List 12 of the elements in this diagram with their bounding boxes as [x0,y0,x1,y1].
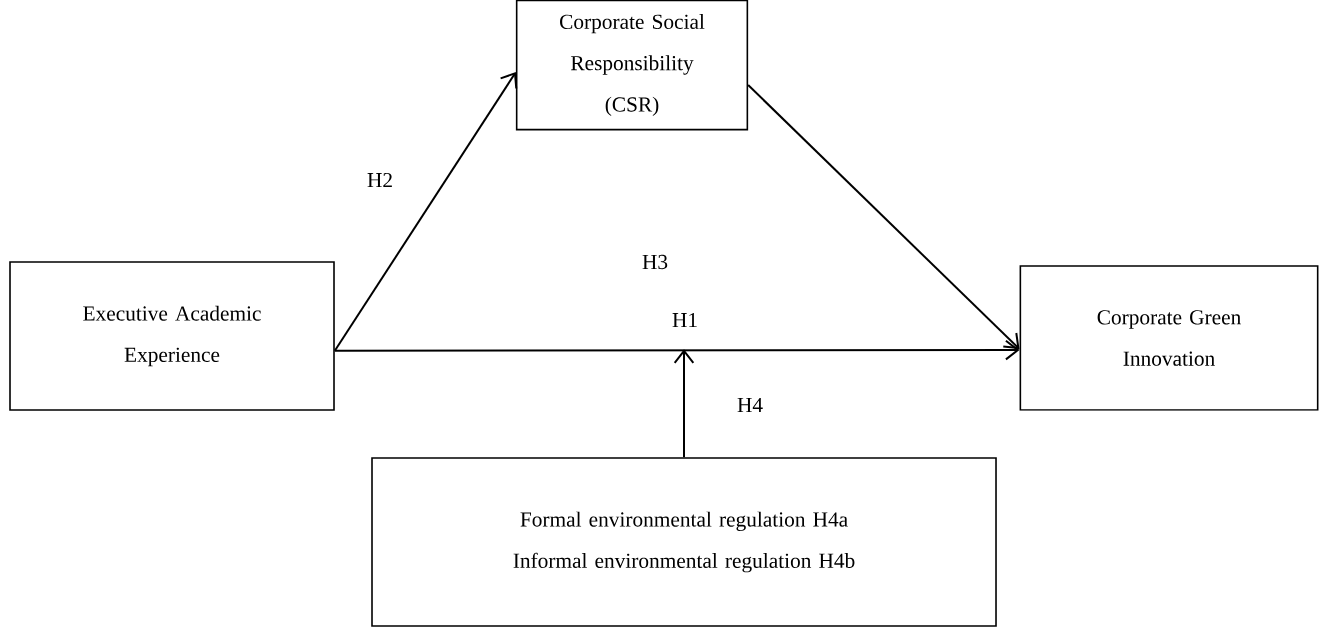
concept-box: Formal environmental regulation H4a Informal environmental regulation H4b [371,457,997,627]
edge-label: H1 [672,312,697,328]
path-label: H3 [642,254,668,270]
concept-box: Executive Academic Experience [9,261,335,411]
arrow [673,349,695,459]
arrow [747,84,1020,350]
edge-label: H2 [367,172,392,188]
edge-label: H4 [737,398,763,413]
concept-box: Corporate Green Innovation [1019,265,1319,411]
arrow [333,339,1020,361]
arrow [333,72,518,352]
concept-box: Corporate Social Responsibility (CSR) [515,0,749,131]
